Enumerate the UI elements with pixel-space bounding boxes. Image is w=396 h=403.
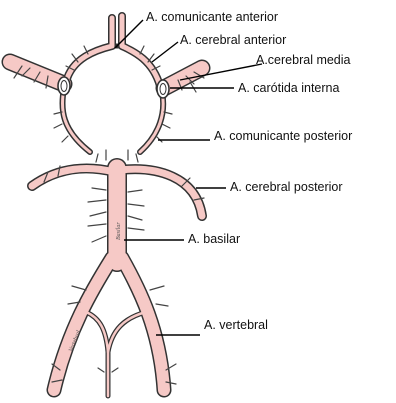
label-internal-carotid: A. carótida interna (238, 81, 339, 95)
label-basilar: A. basilar (188, 232, 240, 246)
label-vertebral: A. vertebral (204, 318, 268, 332)
label-posterior-communicating: A. comunicante posterior (214, 129, 352, 143)
basilar-inscription: Basilar (116, 222, 122, 240)
label-anterior-cerebral: A. cerebral anterior (180, 33, 286, 47)
label-posterior-cerebral: A. cerebral posterior (230, 180, 343, 194)
label-middle-cerebral: A.cerebral media (256, 53, 351, 67)
labels: A. comunicante anterior A. cerebral ante… (146, 10, 352, 332)
leader-anterior-cerebral (152, 42, 178, 62)
carotid-cross-sections (58, 77, 169, 98)
artery-illustration: Basilar Vertebral (10, 16, 204, 396)
label-anterior-communicating: A. comunicante anterior (146, 10, 278, 24)
